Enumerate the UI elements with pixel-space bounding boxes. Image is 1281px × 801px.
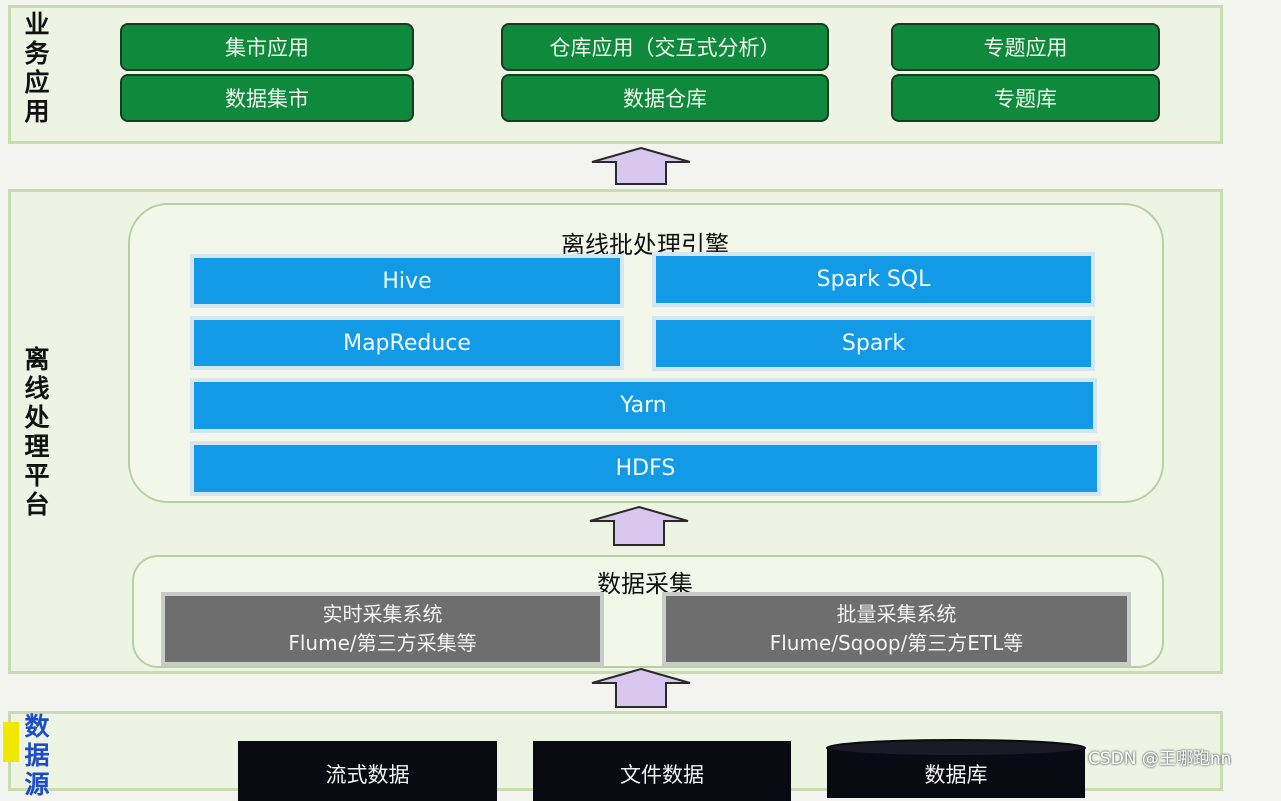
- warehouse-application-box: 仓库应用（交互式分析）: [501, 23, 829, 71]
- batch-collection-title: 批量采集系统: [836, 602, 957, 626]
- realtime-collection-tools: Flume/第三方采集等: [288, 631, 477, 655]
- data-mart-box: 数据集市: [120, 74, 414, 122]
- offline-platform-label: 离线处理平台: [24, 345, 50, 519]
- data-source-label: 数据源: [24, 712, 50, 799]
- csdn-watermark: CSDN @王哪跑nn: [1088, 749, 1232, 769]
- stream-data-box: 流式数据: [238, 741, 497, 801]
- batch-collection-box: 批量采集系统 Flume/Sqoop/第三方ETL等: [662, 592, 1131, 666]
- hdfs-box: HDFS: [190, 441, 1101, 496]
- realtime-collection-box: 实时采集系统 Flume/第三方采集等: [161, 592, 604, 666]
- up-arrow-to-collection: [591, 667, 691, 708]
- file-data-box: 文件数据: [533, 741, 791, 801]
- up-arrow-to-business: [591, 146, 691, 185]
- topic-application-box: 专题应用: [891, 23, 1160, 71]
- yarn-box: Yarn: [190, 378, 1097, 433]
- realtime-collection-title: 实时采集系统: [322, 602, 443, 626]
- data-warehouse-box: 数据仓库: [501, 74, 829, 122]
- up-arrow-to-engine: [589, 505, 689, 546]
- batch-collection-tools: Flume/Sqoop/第三方ETL等: [769, 631, 1024, 655]
- mart-application-box: 集市应用: [120, 23, 414, 71]
- spark-sql-box: Spark SQL: [652, 252, 1095, 307]
- hive-box: Hive: [190, 254, 624, 308]
- data-source-label-highlight: [3, 722, 19, 762]
- spark-box: Spark: [652, 316, 1095, 371]
- mapreduce-box: MapReduce: [190, 316, 624, 370]
- business-section-label: 业务应用: [24, 10, 50, 126]
- database-label: 数据库: [924, 763, 988, 787]
- topic-library-box: 专题库: [891, 74, 1160, 122]
